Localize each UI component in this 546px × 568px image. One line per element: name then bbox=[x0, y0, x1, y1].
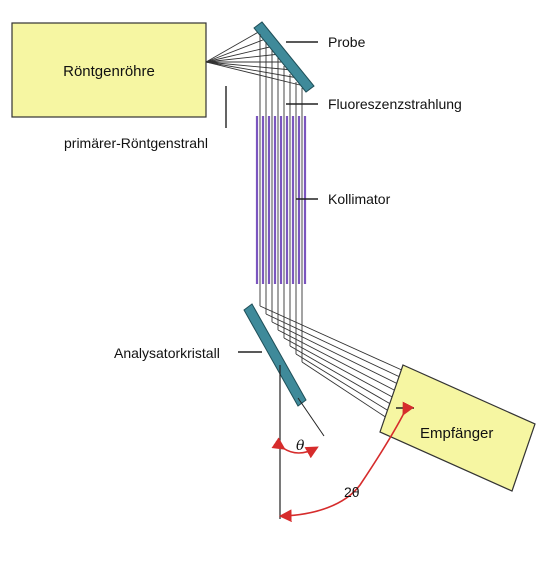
fluorescence-label: Fluoreszenzstrahlung bbox=[328, 96, 462, 112]
fluorescence-rays bbox=[259, 34, 303, 362]
theta-label: θ bbox=[296, 438, 305, 454]
diffracted-rays bbox=[259, 305, 405, 421]
sample-label: Probe bbox=[328, 34, 366, 50]
collimator-label: Kollimator bbox=[328, 191, 391, 207]
two-theta-label: 2θ bbox=[344, 484, 360, 500]
sample-crystal bbox=[253, 21, 315, 93]
crystal-extension bbox=[297, 397, 325, 437]
detector-label: Empfänger bbox=[420, 425, 493, 442]
two-theta-arrow bbox=[278, 401, 415, 523]
xray-tube-label: Röntgenröhre bbox=[63, 63, 155, 80]
analyzer-crystal bbox=[243, 303, 307, 407]
primary-beam-label: primärer-Röntgenstrahl bbox=[64, 135, 208, 151]
collimator bbox=[255, 116, 307, 284]
analyzer-label: Analysatorkristall bbox=[114, 345, 220, 361]
xray-tube bbox=[11, 22, 207, 118]
